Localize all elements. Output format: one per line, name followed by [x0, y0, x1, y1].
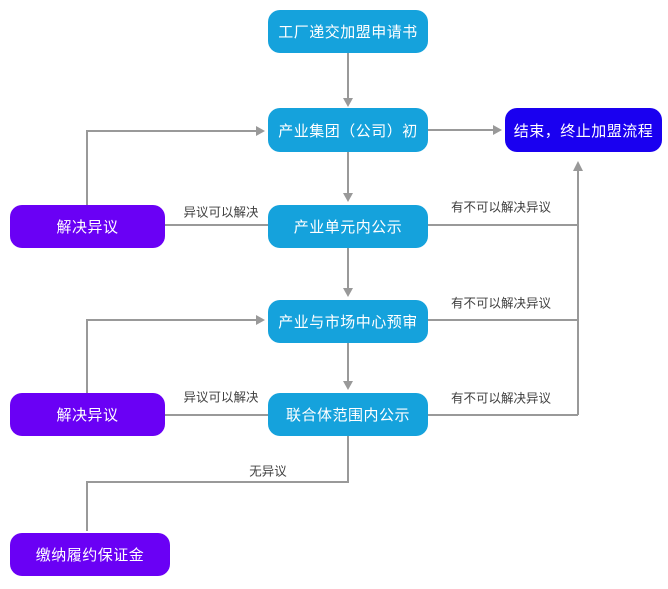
node-label: 解决异议 [56, 407, 119, 424]
edge-label-no-objection: 无异议 [247, 460, 289, 480]
node-label: 解决异议 [56, 219, 119, 236]
edge-label-objection-resolvable-2: 异议可以解决 [181, 386, 261, 406]
node-label: 工厂递交加盟申请书 [278, 24, 418, 41]
arrowhead-right-end [493, 125, 502, 135]
edge-union-to-deposit [86, 436, 349, 531]
node-factory-application[interactable]: 工厂递交加盟申请书 [268, 10, 428, 53]
node-pay-deposit[interactable]: 缴纳履约保证金 [10, 533, 170, 576]
node-market-center-review[interactable]: 产业与市场中心预审 [268, 300, 428, 343]
node-unit-publicity[interactable]: 产业单元内公示 [268, 205, 428, 248]
arrowhead-down-group [343, 98, 353, 107]
node-label: 联合体范围内公示 [285, 407, 410, 424]
node-label: 产业与市场中心预审 [278, 314, 418, 331]
node-group-initial-review[interactable]: 产业集团（公司）初 [268, 108, 428, 152]
edge-label-objection-unresolvable-2: 有不可以解决异议 [448, 292, 554, 312]
node-union-publicity[interactable]: 联合体范围内公示 [268, 393, 428, 436]
edge-label-objection-unresolvable-3: 有不可以解决异议 [448, 387, 554, 407]
arrowhead-down-union [343, 381, 353, 390]
arrowhead-right-group [256, 126, 265, 136]
node-end-terminate[interactable]: 结束，终止加盟流程 [505, 108, 662, 152]
edge-resolve2-to-center [86, 319, 256, 393]
node-label: 结束，终止加盟流程 [513, 122, 654, 140]
edge-label-objection-resolvable-1: 异议可以解决 [181, 201, 261, 221]
node-resolve-objection-2[interactable]: 解决异议 [10, 393, 165, 436]
edge-label-objection-unresolvable-1: 有不可以解决异议 [448, 196, 554, 216]
edge-resolve1-to-group [86, 130, 256, 205]
arrowhead-down-center [343, 288, 353, 297]
arrowhead-up-end [573, 161, 583, 171]
arrowhead-down-unit [343, 193, 353, 202]
node-label: 产业单元内公示 [293, 219, 403, 236]
node-resolve-objection-1[interactable]: 解决异议 [10, 205, 165, 248]
node-label: 产业集团（公司）初 [278, 122, 418, 140]
node-label: 缴纳履约保证金 [35, 547, 145, 564]
arrowhead-right-center [256, 315, 265, 325]
